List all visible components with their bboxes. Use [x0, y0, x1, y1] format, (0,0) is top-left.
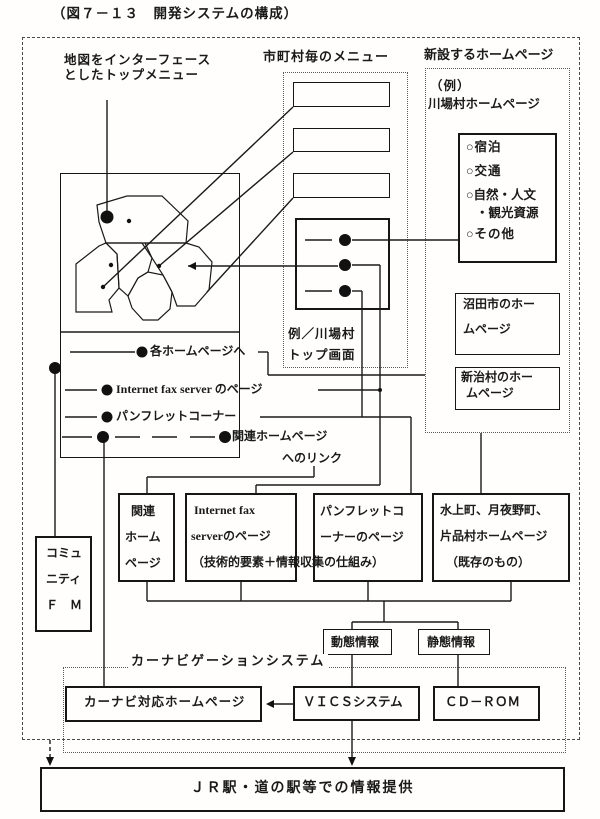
carnavi-heading: カーナビゲーションシステム	[128, 653, 329, 669]
related-box-line2: ホーム	[125, 530, 161, 544]
related-box-line1: 関連	[131, 504, 156, 518]
existing-homepage-box	[432, 493, 570, 582]
menu-item-box-3	[293, 173, 390, 198]
jr-station-label: ＪＲ駅・道の駅等での情報提供	[190, 779, 415, 795]
existing-box-line3: （既存のもの）	[446, 555, 531, 569]
existing-box-line1: 水上町、月夜野町、	[440, 503, 549, 517]
fax-page-box	[185, 493, 297, 582]
kawaba-homepage-box	[458, 133, 557, 263]
fax-box-line2: serverのページ	[191, 529, 271, 543]
new-homepage-heading: 新設するホームページ	[424, 47, 554, 62]
cdrom-box	[433, 686, 540, 721]
kawaba-top-screen-box	[295, 218, 390, 310]
map-top-menu-box	[60, 173, 240, 458]
link-fax-server: Internet fax server のページ	[116, 382, 263, 396]
fax-box-line1: Internet fax	[194, 503, 255, 517]
menu-item-box-2	[293, 128, 390, 152]
new-homepage-example: （例）	[430, 79, 471, 93]
existing-box-line2: 片品村ホームページ	[440, 529, 548, 543]
municipal-menu-frame	[283, 72, 408, 368]
dynamic-info-box	[323, 629, 392, 655]
related-box-line3: ページ	[125, 556, 161, 570]
link-related-cont: へのリンク	[282, 451, 343, 465]
community-fm-box	[35, 536, 92, 632]
kawaba-item-other: ○その他	[466, 227, 516, 241]
link-each-homepage: 各ホームページへ	[150, 344, 246, 358]
kawaba-item-lodging: ○宿泊	[466, 140, 502, 154]
municipal-menu-heading: 市町村毎のメニュー	[263, 49, 390, 64]
fax-technical-note: （技術的要素＋情報収集の仕組み）	[192, 555, 385, 569]
menu-item-box-1	[293, 82, 390, 107]
vics-system-box	[293, 686, 420, 721]
kawaba-caption-line1: 例／川場村	[288, 327, 356, 341]
vics-label: ＶＩＣＳシステム	[303, 695, 403, 709]
pamphlet-page-box	[313, 493, 423, 582]
static-info-box	[418, 629, 490, 655]
numata-homepage-box	[455, 293, 560, 355]
link-pamphlet: パンフレットコーナー	[116, 409, 237, 423]
numata-line1: 沼田市のホー	[463, 297, 536, 311]
outer-system-frame	[22, 37, 580, 740]
niiharu-homepage-box	[455, 367, 560, 410]
numata-line2: ムページ	[463, 322, 511, 336]
diagram-title: （図７－１３ 開発システムの構成）	[52, 6, 299, 21]
niiharu-line1: 新治村のホー	[461, 370, 534, 384]
cdrom-label: ＣＤ－ＲＯＭ	[445, 695, 521, 709]
pamphlet-box-line2: ーナーのページ	[320, 530, 404, 544]
kawaba-item-nature: ○自然・人文	[466, 188, 537, 202]
community-fm-line1: コミュ	[46, 546, 83, 560]
map-region-polygons	[75, 195, 213, 321]
kawaba-item-tourism: ・観光資源	[476, 206, 539, 220]
kawaba-homepage-title: 川場村ホームページ	[428, 97, 540, 111]
map-label-line2: としたトップメニュー	[64, 68, 200, 82]
carnavi-homepage-label: カーナビ対応ホームページ	[84, 695, 246, 709]
dynamic-info-label: 動態情報	[331, 635, 380, 649]
pamphlet-box-line1: パンフレットコ	[320, 504, 405, 518]
community-fm-line2: ニティ	[46, 572, 82, 586]
related-homepage-box	[118, 493, 175, 582]
community-fm-line3: Ｆ Ｍ	[46, 598, 83, 612]
kawaba-item-traffic: ○交通	[466, 164, 502, 178]
link-related-homepage: 関連ホームページ	[232, 429, 328, 443]
kawaba-caption-line2: トップ画面	[288, 348, 356, 362]
map-label-line1: 地図をインターフェース	[64, 53, 212, 67]
niiharu-line2: ムページ	[466, 386, 514, 400]
new-homepage-frame	[425, 68, 570, 433]
static-info-label: 静態情報	[427, 635, 476, 649]
jr-station-box	[40, 767, 565, 812]
carnavi-homepage-box	[65, 686, 262, 722]
